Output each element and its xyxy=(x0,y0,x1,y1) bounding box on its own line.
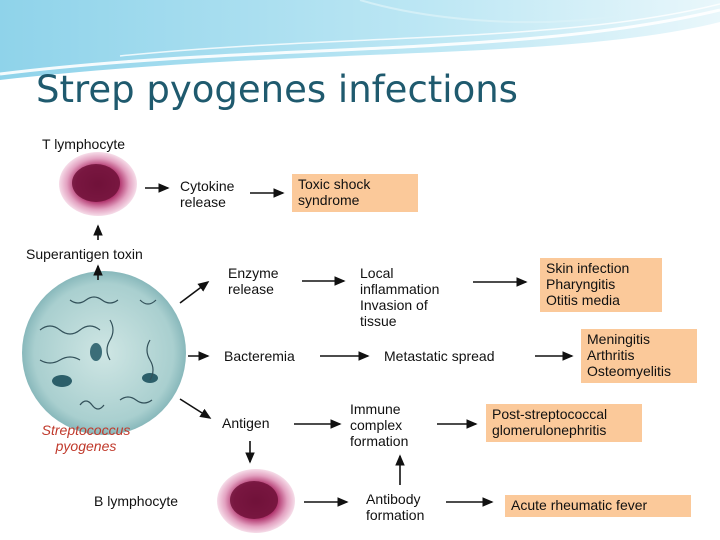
t-lymphocyte-label: T lymphocyte xyxy=(42,136,125,152)
slide-title: Strep pyogenes infections xyxy=(36,68,518,111)
immune-complex-label: Immune complex formation xyxy=(350,401,409,449)
header-swoosh-decoration xyxy=(0,0,720,80)
toxic-shock-box: Toxic shock syndrome xyxy=(292,174,418,212)
metastatic-spread-label: Metastatic spread xyxy=(384,348,495,364)
skin-infection-box: Skin infection Pharyngitis Otitis media xyxy=(540,258,662,312)
cytokine-release-label: Cytokine release xyxy=(180,178,235,210)
rheumatic-fever-box: Acute rheumatic fever xyxy=(505,495,691,517)
antigen-label: Antigen xyxy=(222,415,270,431)
glomerulonephritis-box: Post-streptococcal glomerulonephritis xyxy=(486,404,642,442)
superantigen-label: Superantigen toxin xyxy=(26,246,143,262)
local-inflammation-label: Local inflammation Invasion of tissue xyxy=(360,265,440,329)
bacteremia-label: Bacteremia xyxy=(224,348,295,364)
species-label: Streptococcus pyogenes xyxy=(41,422,131,454)
b-lymphocyte-label: B lymphocyte xyxy=(94,493,179,509)
meningitis-box: Meningitis Arthritis Osteomyelitis xyxy=(581,329,697,383)
enzyme-release-label: Enzyme release xyxy=(228,265,279,297)
antibody-formation-label: Antibody formation xyxy=(366,491,425,523)
